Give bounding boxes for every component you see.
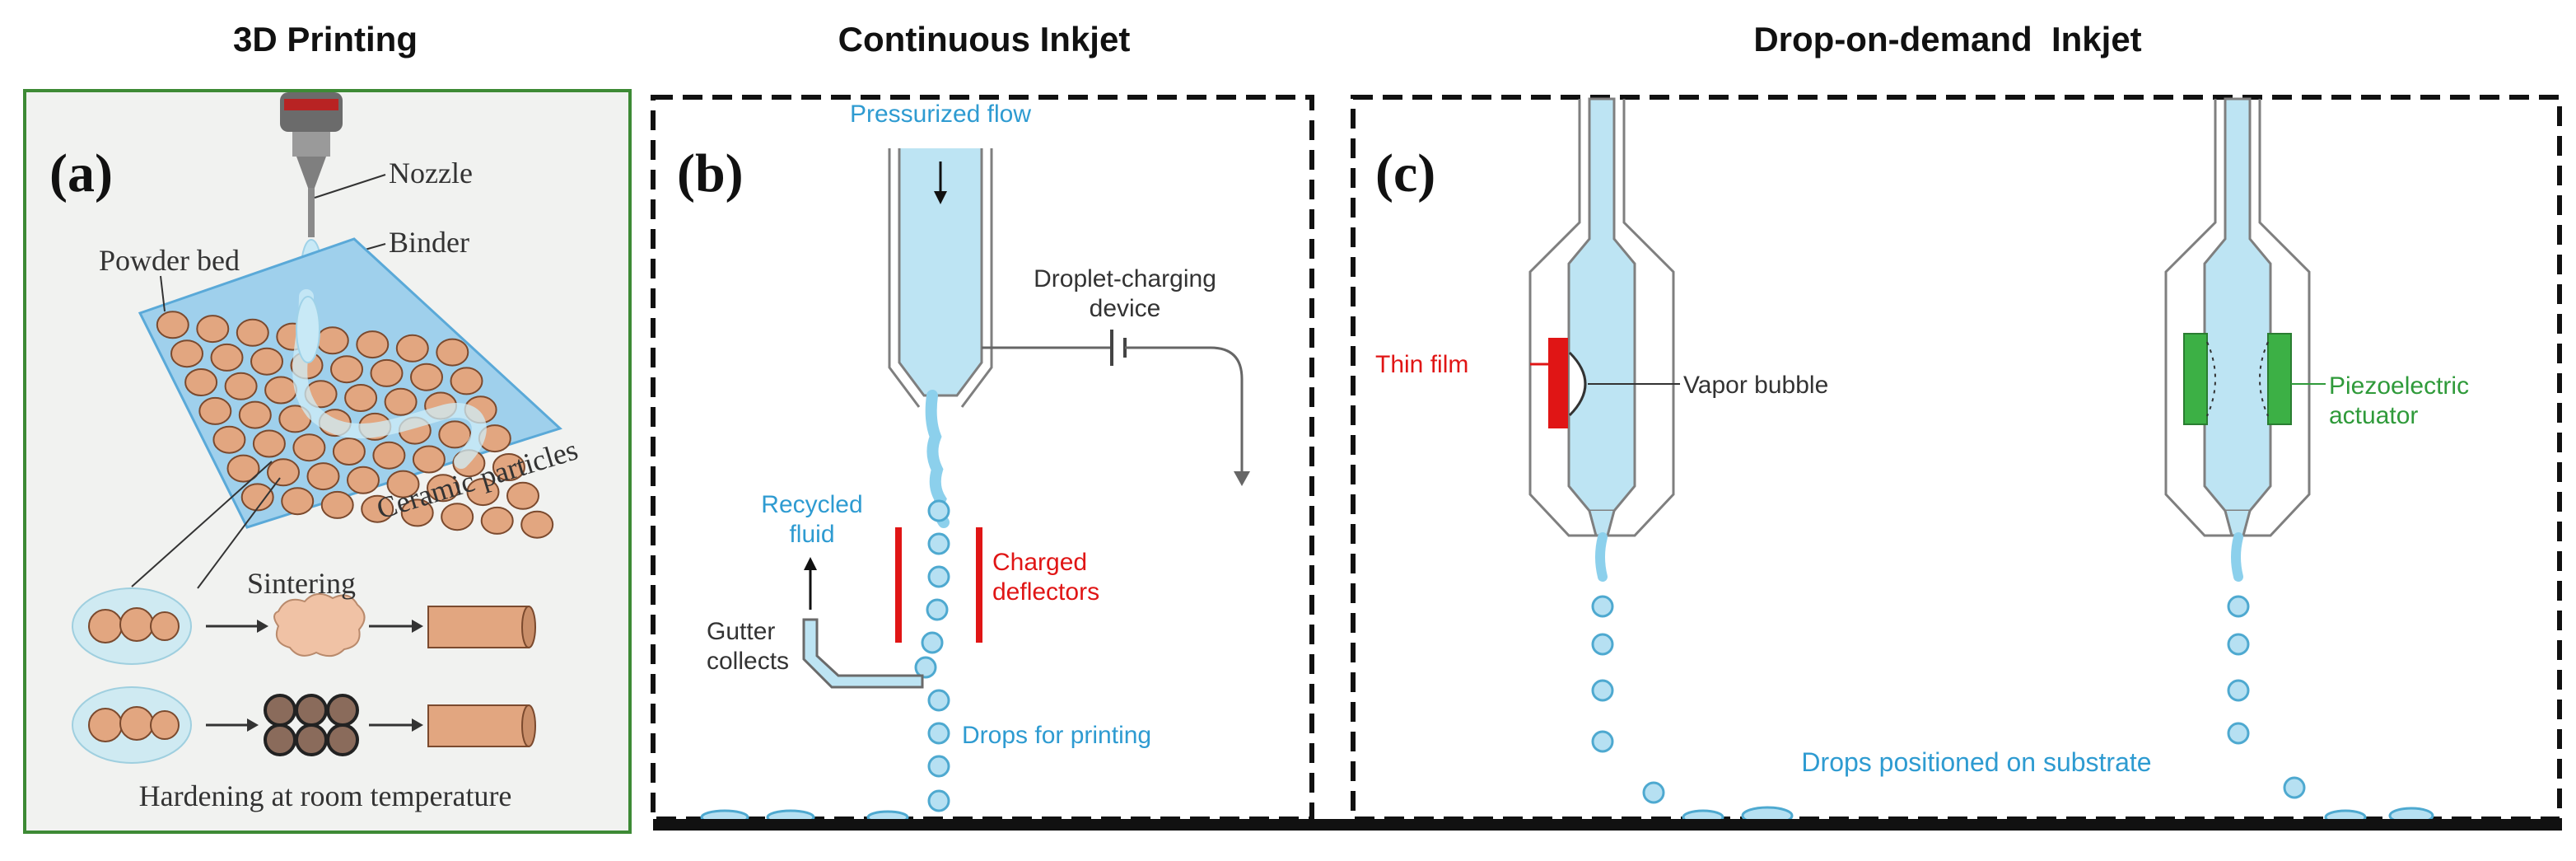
label-recycled-1: Recycled bbox=[761, 491, 862, 518]
label-pressurized-flow: Pressurized flow bbox=[850, 101, 1031, 128]
ceramic-particle bbox=[506, 481, 539, 510]
label-thin-film: Thin film bbox=[1375, 351, 1468, 378]
panel-continuous-inkjet: (b) Pressurized flow Droplet-charging de… bbox=[651, 95, 1314, 826]
ceramic-particle bbox=[306, 462, 340, 491]
panel-c-letter: (c) bbox=[1375, 143, 1435, 204]
ceramic-particle bbox=[156, 311, 189, 339]
ceramic-particle bbox=[400, 498, 434, 527]
ceramic-particle bbox=[252, 429, 286, 458]
ceramic-particle bbox=[240, 483, 274, 512]
ceramic-particle bbox=[427, 474, 460, 503]
substrate bbox=[653, 819, 2562, 831]
ceramic-particle bbox=[492, 453, 525, 481]
label-vapor-bubble: Vapor bubble bbox=[1683, 372, 1828, 399]
heading-drop-on-demand-inkjet: Drop-on-demand Inkjet bbox=[1753, 20, 2141, 58]
label-droplet-charging-2: device bbox=[1090, 295, 1161, 322]
label-drops-for-printing: Drops for printing bbox=[962, 722, 1151, 749]
ceramic-particle bbox=[224, 372, 258, 400]
ceramic-particle bbox=[315, 326, 349, 355]
nozzle-icon bbox=[280, 92, 343, 237]
label-drops-positioned: Drops positioned on substrate bbox=[1801, 747, 2151, 777]
gutter bbox=[802, 557, 924, 689]
piezo-nozzle bbox=[2164, 97, 2311, 582]
ceramic-particle bbox=[267, 458, 300, 487]
thermal-nozzle bbox=[1528, 97, 1675, 582]
sintering-process bbox=[72, 587, 536, 665]
heading-3d-printing: 3D Printing bbox=[233, 20, 418, 58]
ceramic-particle bbox=[212, 425, 246, 454]
ceramic-particle bbox=[320, 490, 354, 519]
panel-3d-printing: (a) Nozzle Binder Powder bed Ceramic par… bbox=[23, 89, 632, 834]
ceramic-particle bbox=[210, 343, 244, 372]
ink-nozzle-b bbox=[888, 148, 993, 528]
ceramic-particle bbox=[410, 363, 443, 391]
label-piezo-2: actuator bbox=[2329, 402, 2418, 429]
ceramic-particle bbox=[170, 339, 203, 368]
label-charged-1: Charged bbox=[992, 549, 1087, 576]
ceramic-particle bbox=[450, 367, 483, 395]
ceramic-particle bbox=[356, 330, 390, 359]
label-hardening: Hardening at room temperature bbox=[139, 779, 512, 812]
ceramic-particle bbox=[520, 510, 554, 539]
drop-stream-piezo bbox=[2227, 595, 2306, 799]
panel-a-letter: (a) bbox=[49, 143, 113, 204]
hardening-process bbox=[72, 686, 536, 764]
ceramic-particle bbox=[184, 368, 218, 396]
charged-deflectors bbox=[895, 527, 982, 643]
ceramic-particle bbox=[466, 478, 500, 507]
ceramic-particle bbox=[196, 315, 230, 344]
ceramic-particle bbox=[226, 454, 260, 483]
ceramic-particle bbox=[332, 438, 366, 466]
label-gutter-2: collects bbox=[707, 648, 789, 675]
label-sintering: Sintering bbox=[247, 567, 356, 600]
label-gutter-1: Gutter bbox=[707, 618, 775, 645]
ceramic-particle bbox=[386, 470, 420, 498]
ceramic-particle bbox=[281, 487, 315, 516]
ceramic-particle bbox=[330, 355, 363, 384]
ceramic-particle bbox=[238, 400, 272, 429]
label-recycled-2: fluid bbox=[789, 521, 834, 548]
label-piezo-1: Piezoelectric bbox=[2329, 372, 2469, 400]
panel-drop-on-demand: (c) Thin film Vapor bubble Piezoelectric bbox=[1351, 95, 2562, 826]
label-nozzle: Nozzle bbox=[389, 157, 473, 190]
ceramic-particles bbox=[156, 311, 554, 539]
ceramic-particle bbox=[480, 506, 514, 535]
heading-continuous-inkjet: Continuous Inkjet bbox=[838, 20, 1131, 58]
ceramic-particle bbox=[395, 334, 429, 363]
label-droplet-charging-1: Droplet-charging bbox=[1034, 265, 1216, 292]
label-charged-2: deflectors bbox=[992, 578, 1099, 606]
ceramic-particle bbox=[347, 466, 380, 494]
drop-stream-thermal bbox=[1591, 595, 1665, 804]
ceramic-particle bbox=[384, 387, 418, 416]
panel-b-letter: (b) bbox=[677, 143, 744, 204]
panel-c-frame bbox=[1351, 95, 2562, 821]
ceramic-particle bbox=[372, 441, 406, 470]
ceramic-particle bbox=[264, 376, 298, 405]
ceramic-particle bbox=[370, 358, 404, 387]
label-powder-bed: Powder bed bbox=[99, 244, 240, 277]
ceramic-particle bbox=[344, 384, 378, 412]
ceramic-particle bbox=[198, 396, 232, 425]
ceramic-particle bbox=[412, 445, 446, 474]
ceramic-particle bbox=[292, 433, 326, 462]
ceramic-particle bbox=[361, 494, 394, 523]
ceramic-particle bbox=[441, 503, 474, 531]
drop-stream-b bbox=[914, 499, 950, 812]
ceramic-particle bbox=[438, 420, 472, 449]
label-binder: Binder bbox=[389, 226, 469, 259]
ceramic-particle bbox=[250, 347, 283, 376]
ceramic-particle bbox=[436, 338, 469, 367]
ceramic-particle bbox=[236, 318, 269, 347]
droplet-charging-device bbox=[982, 330, 1250, 486]
